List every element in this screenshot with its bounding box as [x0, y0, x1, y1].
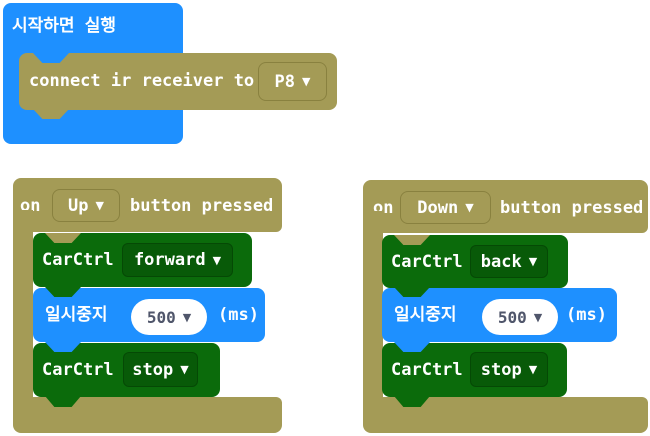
drive-mode-value: forward [133, 250, 206, 270]
button-pressed-label: button pressed [130, 196, 274, 216]
notch-tab [45, 233, 81, 243]
connect-ir-receiver-block[interactable]: connect ir receiver to P8 ▼ [19, 53, 337, 110]
pin-dropdown[interactable]: P8 ▼ [258, 62, 327, 101]
pause-duration-value: 500 [497, 307, 527, 327]
notch-tab [394, 342, 430, 352]
drive-mode-value: stop [132, 359, 174, 380]
carctrl-stop-block[interactable]: CarCtrl stop ▼ [382, 343, 567, 397]
pause-unit-label: (ms) [566, 305, 607, 325]
carctrl-stop-block[interactable]: CarCtrl stop ▼ [33, 343, 220, 397]
notch-tab [45, 396, 81, 407]
button-dropdown-up[interactable]: Up ▼ [52, 189, 120, 222]
button-dropdown-value: Up [68, 195, 89, 216]
on-up-block-left-arm[interactable] [13, 210, 33, 410]
notch-tab [33, 53, 69, 63]
pause-duration-dropdown[interactable]: 500 ▼ [482, 299, 558, 335]
notch-tab [394, 287, 430, 297]
button-dropdown-value: Down [417, 197, 459, 218]
chevron-down-icon: ▼ [533, 310, 543, 324]
on-start-label: 시작하면 실행 [12, 16, 117, 36]
notch-tab [45, 342, 81, 352]
on-down-button-pressed-block[interactable]: on Down ▼ button pressed [363, 180, 648, 233]
carctrl-label: CarCtrl [391, 252, 463, 272]
pause-block[interactable]: 일시중지 500 ▼ (ms) [33, 288, 265, 342]
drive-mode-dropdown-back[interactable]: back ▼ [470, 245, 548, 278]
chevron-down-icon: ▼ [95, 199, 104, 212]
pause-unit-label: (ms) [218, 305, 259, 325]
chevron-down-icon: ▼ [302, 75, 311, 88]
button-pressed-label: button pressed [500, 198, 644, 218]
chevron-down-icon: ▼ [182, 310, 192, 324]
drive-mode-dropdown-stop[interactable]: stop ▼ [470, 352, 548, 387]
carctrl-label: CarCtrl [42, 250, 114, 270]
drive-mode-dropdown-stop[interactable]: stop ▼ [123, 352, 198, 387]
on-down-block-left-arm[interactable] [363, 211, 383, 410]
notch-tab [45, 287, 81, 297]
connect-ir-receiver-label: connect ir receiver to [29, 71, 255, 91]
chevron-down-icon: ▼ [528, 255, 538, 268]
pause-label: 일시중지 [45, 305, 108, 325]
drive-mode-value: stop [480, 359, 522, 380]
pause-block[interactable]: 일시중지 500 ▼ (ms) [382, 288, 617, 342]
button-dropdown-down[interactable]: Down ▼ [400, 191, 491, 224]
on-up-button-pressed-block[interactable]: on Up ▼ button pressed [13, 178, 282, 232]
drive-mode-value: back [480, 251, 522, 272]
pin-dropdown-value: P8 [274, 71, 295, 92]
chevron-down-icon: ▼ [212, 253, 222, 267]
chevron-down-icon: ▼ [180, 363, 189, 376]
carctrl-label: CarCtrl [391, 360, 463, 380]
pause-duration-dropdown[interactable]: 500 ▼ [131, 299, 207, 335]
carctrl-label: CarCtrl [42, 360, 114, 380]
drive-mode-dropdown-forward[interactable]: forward ▼ [122, 243, 233, 277]
notch-tab [394, 235, 430, 245]
chevron-down-icon: ▼ [528, 363, 538, 376]
pause-duration-value: 500 [146, 307, 176, 327]
chevron-down-icon: ▼ [465, 201, 474, 214]
notch-tab [33, 109, 69, 119]
notch-tab [394, 396, 430, 407]
pause-label: 일시중지 [394, 305, 457, 325]
